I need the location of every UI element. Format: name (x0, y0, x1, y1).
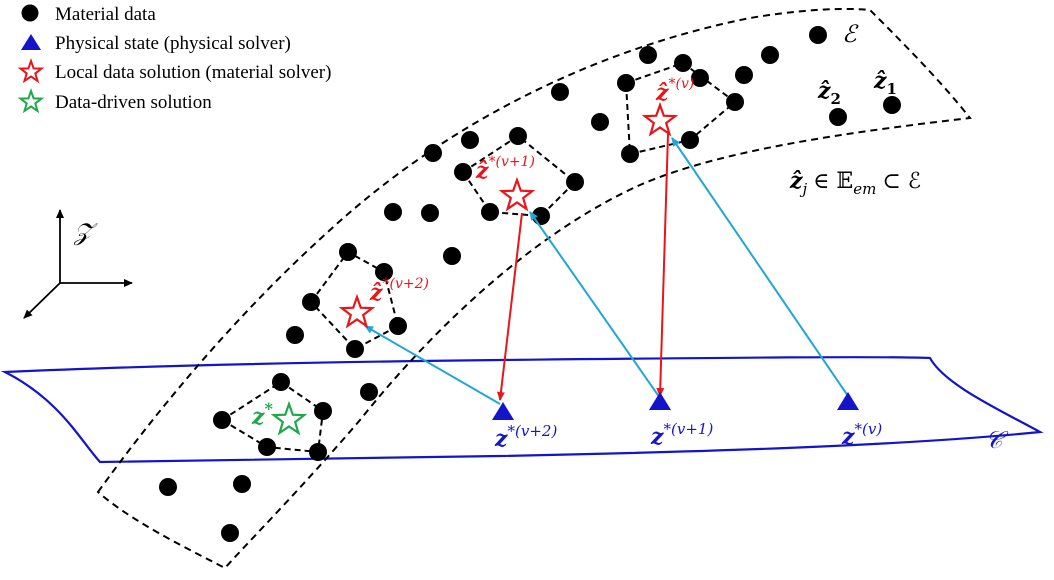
local-solution-star-v (641, 101, 679, 137)
material-data-point (829, 108, 847, 126)
material-data-point (509, 127, 527, 145)
set-e-region (96, 7, 972, 570)
set-e-label: ℰ (842, 20, 859, 48)
material-data-point (221, 524, 239, 542)
zhat-v2-label: ẑ*(v+2) (369, 276, 429, 306)
material-data-point (726, 93, 744, 111)
z-v2-label: z*(v+2) (494, 422, 557, 452)
material-data-point (309, 443, 327, 461)
zhat-v1-label: ẑ*(v+1) (475, 154, 535, 184)
material-data-point (159, 478, 177, 496)
material-data-point (691, 69, 709, 87)
legend-data-driven-marker (17, 87, 45, 114)
material-data-point (286, 326, 304, 344)
local-solution-star-v2 (338, 293, 376, 329)
material-data-point (621, 145, 639, 163)
legend-local-marker (17, 57, 45, 84)
legend-data-driven-label: Data-driven solution (55, 92, 212, 113)
material-data-point (532, 207, 550, 225)
material-data-point (883, 96, 901, 114)
material-data-point (384, 203, 402, 221)
material-data-point (461, 131, 479, 149)
legend-local-label: Local data solution (material solver) (55, 62, 331, 83)
material-data-point (617, 74, 635, 92)
z-star-label: z* (251, 399, 274, 430)
material-data-point (591, 113, 609, 131)
material-data-point (481, 203, 499, 221)
legend-physical-label: Physical state (physical solver) (55, 33, 291, 54)
neighborhood-v1 (461, 134, 577, 218)
material-data-point (233, 475, 251, 493)
material-data-point (681, 131, 699, 149)
arrow-blue-v1 (529, 211, 661, 399)
neighborhood-v (624, 61, 737, 156)
material-data-point (424, 144, 442, 162)
material-data-point (809, 26, 827, 44)
neighborhood-v2 (309, 250, 400, 351)
material-data-point (213, 411, 231, 429)
material-data-point (454, 163, 472, 181)
legend-material-label: Material data (55, 4, 156, 25)
axis-z-label: 𝒵 (73, 218, 98, 246)
legend-material-marker (21, 4, 39, 22)
material-data-point (421, 204, 439, 222)
material-data-point (566, 173, 584, 191)
z-v1-label: z*(v+1) (650, 420, 713, 450)
material-data-point (443, 247, 461, 265)
material-data-point (761, 46, 779, 64)
material-data-points (159, 26, 901, 542)
physical-state-v2 (492, 402, 514, 420)
arrow-blue-v (671, 137, 849, 397)
axis-triad (23, 209, 133, 319)
material-data-point (639, 46, 657, 64)
data-driven-star (270, 400, 308, 436)
set-c-region (0, 356, 1044, 464)
legend-physical-marker (21, 34, 41, 50)
z-v-label: z*(v) (841, 420, 882, 450)
material-data-point (339, 243, 357, 261)
material-data-point (258, 438, 276, 456)
material-data-point (272, 373, 290, 391)
material-data-point (375, 263, 393, 281)
material-data-point (674, 54, 692, 72)
arrow-red-v (656, 133, 669, 397)
set-c-label: 𝒞 (985, 426, 1009, 454)
arrow-blue-v2 (364, 325, 501, 405)
material-data-point (302, 293, 320, 311)
zhat-1-label: ẑ1 (873, 68, 897, 98)
material-data-point (346, 340, 364, 358)
material-data-point (551, 83, 569, 101)
material-data-point (735, 66, 753, 84)
physical-state-v1 (649, 392, 671, 410)
zhat-v-label: ẑ*(v) (655, 76, 694, 106)
material-data-point (314, 402, 332, 420)
material-data-point (389, 317, 407, 335)
material-data-point (360, 383, 378, 401)
arrow-red-v1 (496, 212, 523, 401)
physical-state-v (837, 392, 859, 410)
local-solution-star-v1 (498, 176, 536, 212)
zhat-2-label: ẑ2 (817, 78, 841, 108)
membership-label: ẑj∈ 𝔼em⊂ ℰ (789, 168, 921, 198)
